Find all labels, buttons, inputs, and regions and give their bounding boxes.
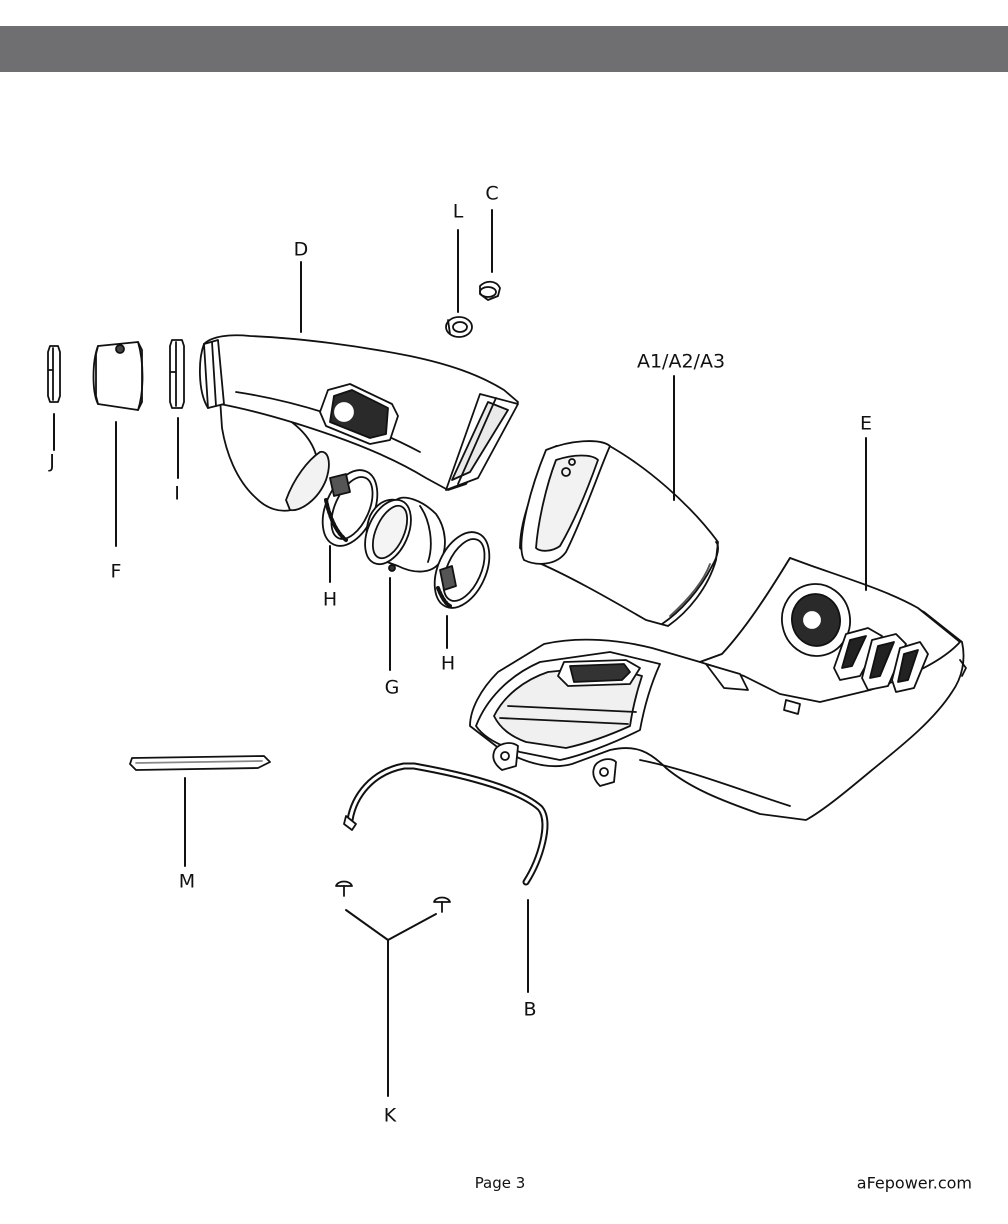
part-k-push-pins: [335, 880, 451, 913]
header-bar: [0, 26, 1008, 72]
callout-k: K: [383, 1104, 397, 1127]
part-c-plug: [479, 280, 501, 301]
callout-l: L: [452, 200, 464, 223]
part-f-coupler: [92, 341, 144, 411]
callout-h-right: H: [440, 652, 456, 675]
callout-f: F: [110, 560, 122, 583]
callout-h-left: H: [322, 588, 338, 611]
part-e-airbox: [469, 557, 967, 821]
part-g-coupler: [364, 496, 446, 573]
part-b-edge-trim: [343, 762, 549, 886]
part-h-clamp-right: [433, 531, 491, 609]
callout-c: C: [485, 182, 499, 205]
page-number: Page 3: [474, 1174, 526, 1192]
part-a-air-filter: [519, 440, 719, 627]
callout-m: M: [178, 870, 196, 893]
part-d-intake-tube: [199, 334, 519, 512]
callout-e: E: [859, 412, 873, 435]
callout-i: I: [174, 482, 180, 505]
callout-b: B: [523, 998, 537, 1021]
leader-lines: [53, 209, 867, 1097]
callout-g: G: [384, 676, 400, 699]
callout-a: A1/A2/A3: [636, 350, 726, 373]
part-m-seal-strip: [129, 755, 271, 771]
part-i-gasket: [169, 339, 185, 409]
callout-d: D: [293, 238, 309, 261]
website-link[interactable]: aFepower.com: [856, 1173, 972, 1193]
part-h-clamp-left: [321, 469, 379, 547]
part-l-grommet: [445, 316, 473, 338]
part-j-gasket: [47, 345, 61, 403]
callout-j: J: [49, 450, 55, 473]
